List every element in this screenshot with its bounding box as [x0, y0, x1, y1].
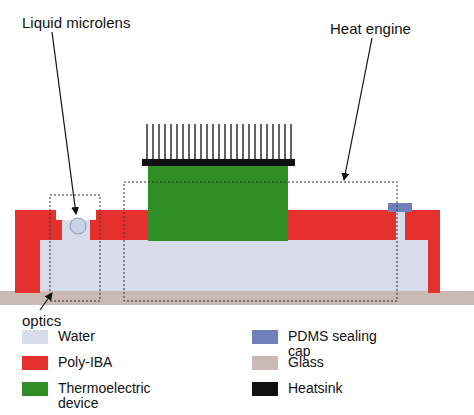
leader-line — [40, 293, 52, 310]
heatsink-fin — [206, 124, 207, 160]
heatsink-fin — [260, 124, 261, 160]
heatsink-fin — [170, 124, 171, 160]
heatsink-fin — [248, 124, 249, 160]
heatsink-fin — [254, 124, 255, 160]
leader-line — [52, 32, 76, 214]
legend-text: Water — [58, 329, 170, 344]
legend-text: Poly-IBA — [58, 355, 170, 370]
heatsink-fin — [284, 124, 285, 160]
heatsink-fin — [152, 124, 153, 160]
legend-text: Heatsink — [288, 381, 400, 396]
heatsink-fin — [176, 124, 177, 160]
heatsink-fin — [266, 124, 267, 160]
heatsink-fin — [236, 124, 237, 160]
legend-swatch — [22, 330, 48, 344]
legend-swatch — [22, 356, 48, 370]
heatsink-fin — [146, 124, 147, 160]
heatsink-fins — [147, 124, 291, 160]
water-layer — [40, 240, 428, 291]
pdms-cap — [388, 203, 412, 212]
heatsink-fin — [278, 124, 279, 160]
legend-text: Glass — [288, 355, 400, 370]
heatsink-fin — [218, 124, 219, 160]
heatsink-fin — [182, 124, 183, 160]
heatsink-fin — [164, 124, 165, 160]
heatsink-fin — [188, 124, 189, 160]
legend-text: Thermoelectric device — [58, 381, 170, 411]
heatsink-fin — [242, 124, 243, 160]
callout-label: Liquid microlens — [22, 14, 130, 31]
legend-swatch — [252, 382, 278, 396]
heatsink-fin — [230, 124, 231, 160]
heatsink-base — [142, 159, 295, 166]
liquid-microlens — [70, 218, 86, 234]
legend-swatch — [252, 330, 278, 344]
legend-swatch — [22, 382, 48, 396]
heatsink-fin — [212, 124, 213, 160]
heatsink-fin — [200, 124, 201, 160]
thermoelectric-device — [148, 165, 288, 241]
heat-engine-region — [124, 182, 397, 301]
glass-substrate — [0, 291, 474, 305]
heatsink-fin — [158, 124, 159, 160]
heatsink-fin — [272, 124, 273, 160]
heatsink-fin — [290, 124, 291, 160]
heatsink-fin — [224, 124, 225, 160]
callout-label: Heat engine — [330, 20, 411, 37]
legend-swatch — [252, 356, 278, 370]
leader-line — [344, 38, 372, 180]
heatsink-fin — [194, 124, 195, 160]
callout-label: optics — [22, 312, 61, 329]
